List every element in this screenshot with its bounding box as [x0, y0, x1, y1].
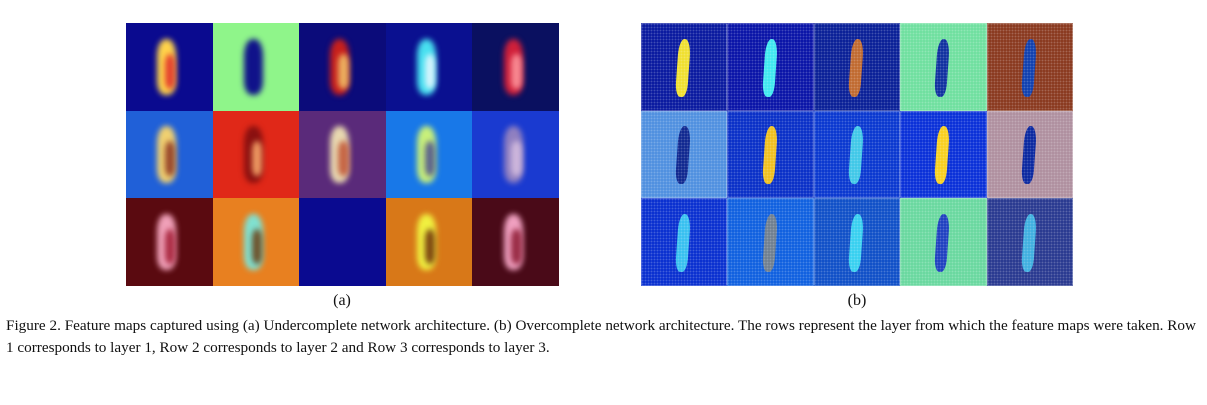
b-feature-map-2-3 — [813, 110, 901, 199]
feature-blob — [934, 38, 951, 97]
feature-highlight — [511, 141, 522, 177]
feature-highlight — [251, 141, 262, 177]
a-feature-map-2-5 — [472, 110, 559, 199]
feature-blob — [675, 213, 692, 273]
feature-highlight — [338, 53, 349, 89]
feature-highlight — [424, 141, 436, 177]
feature-highlight — [164, 229, 176, 265]
a-feature-map-3-4 — [385, 198, 473, 286]
feature-blob — [848, 126, 865, 185]
subfigure-label-b: (b) — [847, 292, 867, 309]
feature-blob — [848, 213, 865, 273]
b-feature-map-1-4 — [900, 23, 987, 111]
a-feature-map-1-2 — [212, 23, 300, 111]
feature-highlight — [164, 141, 176, 177]
figure-caption: Figure 2. Feature maps captured using (a… — [6, 317, 1196, 356]
b-feature-map-3-4 — [900, 198, 987, 286]
a-feature-map-2-1 — [126, 110, 213, 199]
a-feature-map-3-1 — [126, 198, 213, 286]
a-feature-map-1-3 — [299, 23, 386, 111]
b-feature-map-1-1 — [641, 23, 728, 111]
a-feature-map-2-2 — [212, 110, 300, 199]
feature-blob — [675, 38, 692, 97]
feature-highlight — [424, 53, 436, 89]
feature-map-grid-b — [641, 23, 1073, 286]
feature-blob — [761, 126, 778, 185]
feature-blob — [1020, 38, 1037, 97]
b-feature-map-2-2 — [727, 110, 814, 199]
b-feature-map-3-2 — [727, 198, 814, 286]
a-feature-map-2-4 — [385, 110, 473, 199]
a-feature-map-1-5 — [472, 23, 559, 111]
b-feature-map-3-3 — [813, 198, 901, 286]
feature-blob — [934, 213, 951, 273]
feature-blob — [1020, 126, 1037, 185]
a-feature-map-3-3 — [299, 198, 386, 286]
subfigure-label-a: (a) — [333, 292, 351, 309]
b-feature-map-3-1 — [641, 198, 728, 286]
a-feature-map-1-1 — [126, 23, 213, 111]
b-feature-map-1-3 — [813, 23, 901, 111]
a-feature-map-2-3 — [299, 110, 386, 199]
feature-highlight — [424, 229, 436, 265]
b-feature-map-2-5 — [986, 110, 1073, 199]
feature-blob — [848, 38, 865, 97]
a-feature-map-1-4 — [385, 23, 473, 111]
a-feature-map-3-5 — [472, 198, 559, 286]
feature-highlight — [511, 229, 522, 265]
feature-highlight — [164, 53, 176, 89]
b-feature-map-2-1 — [641, 110, 728, 199]
feature-blob — [1020, 213, 1037, 273]
b-feature-map-3-5 — [986, 198, 1073, 286]
a-feature-map-3-2 — [212, 198, 300, 286]
feature-blob — [761, 38, 778, 97]
feature-blob — [934, 126, 951, 185]
b-feature-map-1-5 — [986, 23, 1073, 111]
feature-blob — [761, 213, 778, 273]
feature-map-grid-a — [126, 23, 559, 286]
feature-highlight — [251, 229, 262, 265]
feature-blob — [675, 126, 692, 185]
b-feature-map-1-2 — [727, 23, 814, 111]
feature-highlight — [511, 53, 522, 89]
b-feature-map-2-4 — [900, 110, 987, 199]
feature-highlight — [338, 141, 349, 177]
feature-blob — [243, 38, 263, 95]
